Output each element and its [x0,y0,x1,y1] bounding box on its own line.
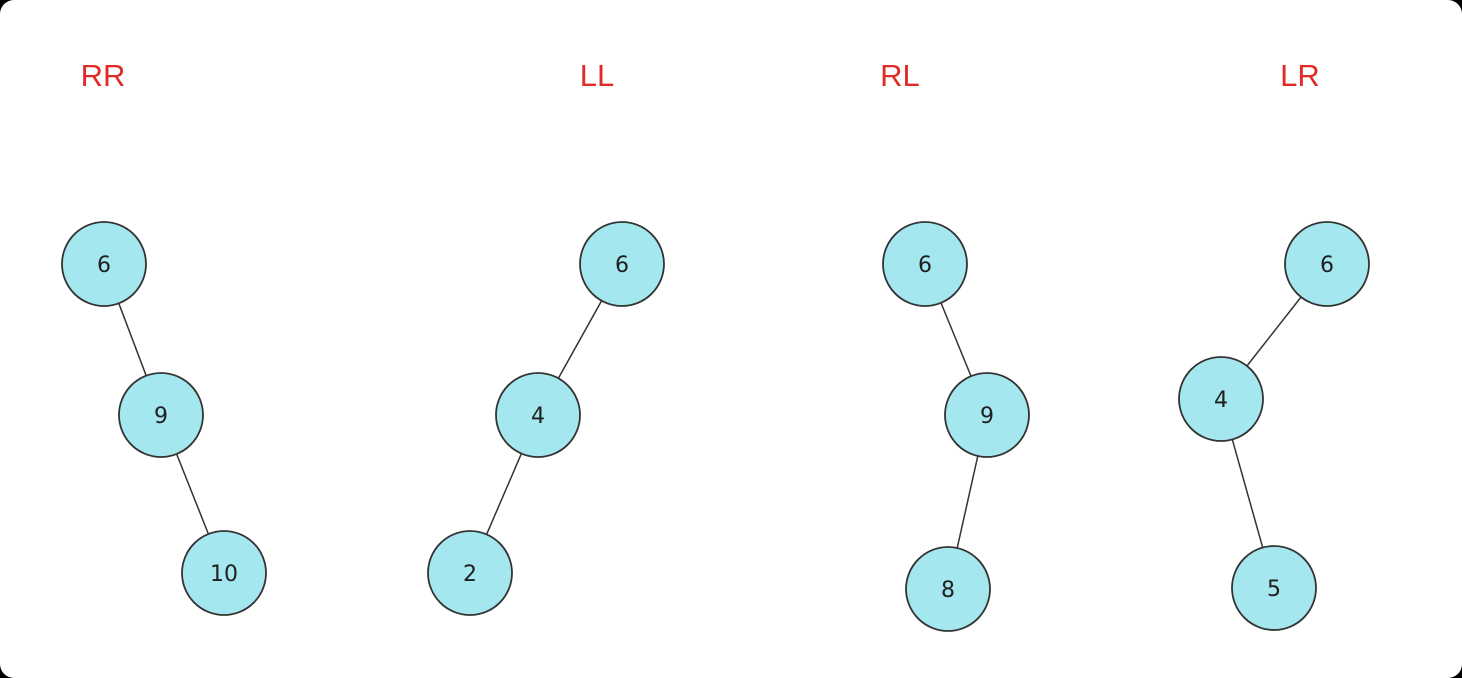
node-circle [1284,221,1370,307]
tree-edge [175,453,210,535]
tree-node: 10 [181,530,267,616]
node-circle [118,372,204,458]
tree-node: 4 [1178,356,1264,442]
case-title: LL [580,58,614,93]
node-circle [1178,356,1264,442]
tree-ll: LL 6 4 2 [427,58,665,616]
tree-node: 9 [944,372,1030,458]
node-circle [579,221,665,307]
node-label: 2 [463,562,477,587]
tree-node: 6 [61,221,147,307]
node-label: 9 [980,404,994,429]
node-label: 5 [1267,577,1281,602]
tree-edge [557,300,603,379]
node-label: 8 [941,578,955,603]
tree-edge [118,303,147,376]
tree-node: 9 [118,372,204,458]
node-label: 10 [210,562,238,587]
node-label: 6 [615,253,629,278]
tree-node: 8 [905,546,991,632]
case-title: LR [1280,58,1320,93]
tree-node: 4 [495,372,581,458]
node-circle [882,221,968,307]
node-circle [944,372,1030,458]
node-circle [181,530,267,616]
node-label: 4 [1214,388,1228,413]
node-circle [61,221,147,307]
tree-rr: RR 6 9 10 [61,58,267,616]
tree-node: 2 [427,530,513,616]
tree-node: 5 [1231,545,1317,631]
tree-node: 6 [579,221,665,307]
node-label: 6 [97,253,111,278]
tree-edge [1231,439,1264,548]
node-label: 4 [531,404,545,429]
case-title: RL [880,58,920,93]
tree-node: 6 [1284,221,1370,307]
tree-rl: RL 6 9 8 [880,58,1030,632]
tree-edge [485,453,523,535]
tree-edge [1246,296,1302,367]
case-title: RR [81,58,126,93]
node-circle [495,372,581,458]
node-label: 6 [918,253,932,278]
tree-node: 6 [882,221,968,307]
node-circle [905,546,991,632]
tree-edge [956,455,979,549]
tree-lr: LR 6 4 5 [1178,58,1370,631]
tree-edge [940,302,972,377]
node-circle [427,530,513,616]
node-label: 6 [1320,253,1334,278]
node-label: 9 [154,404,168,429]
node-circle [1231,545,1317,631]
